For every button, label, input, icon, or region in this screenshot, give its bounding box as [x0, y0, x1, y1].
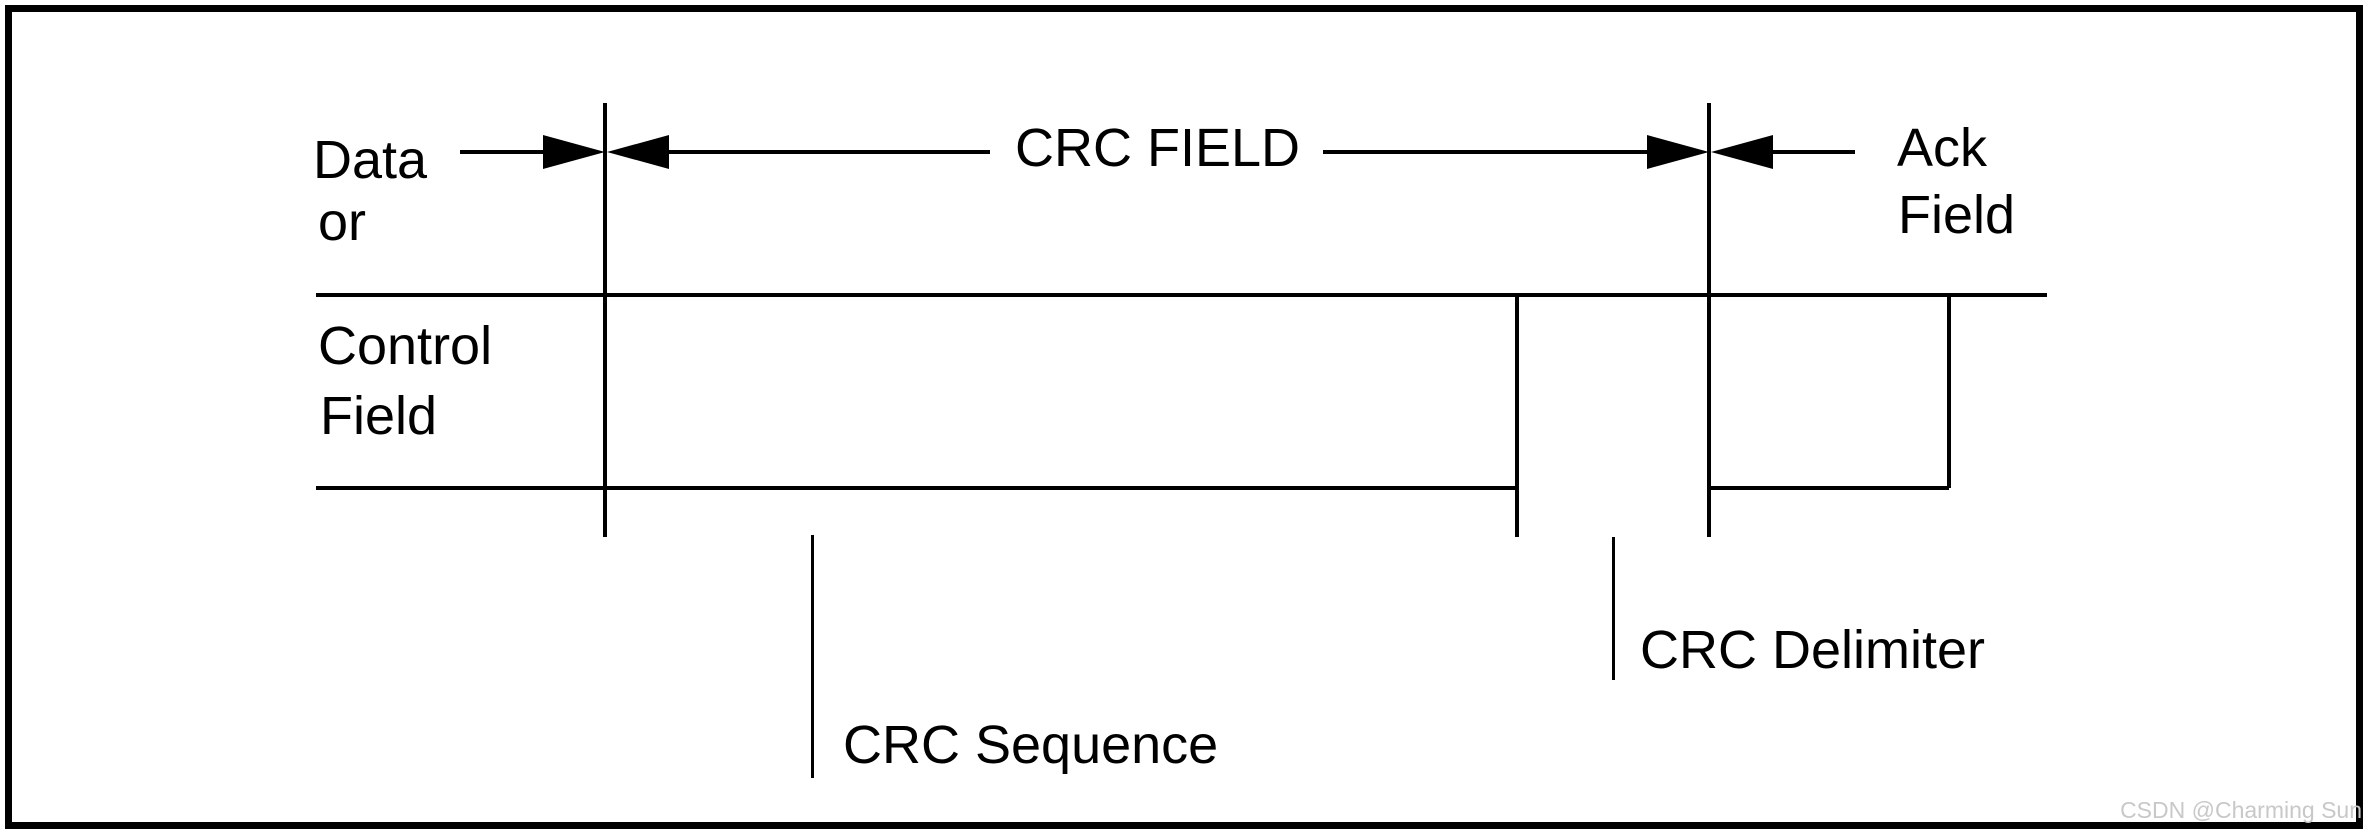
- ack-slot-bottom-line: [1707, 486, 1949, 490]
- arrowhead-left-icon: [607, 135, 669, 169]
- ack-slot-end-line: [1947, 295, 1951, 488]
- crc-delimiter-leader-line: [1612, 537, 1615, 680]
- ack-field-label: Field: [1898, 185, 2016, 245]
- ack-label: Ack: [1897, 118, 1988, 178]
- bit-level-top-line: [316, 293, 2047, 297]
- watermark-text: CSDN @Charming Sun: [2120, 797, 2362, 823]
- control-field-label: Field: [320, 386, 438, 446]
- outer-frame-border: [5, 5, 2363, 829]
- crc-sequence-leader-line: [811, 535, 814, 778]
- bit-level-bottom-line-left: [316, 486, 1519, 490]
- crc-field-start-boundary-line: [603, 103, 607, 537]
- control-label: Control: [318, 316, 493, 376]
- crc-field-end-boundary-line: [1707, 103, 1711, 537]
- or-label: or: [318, 192, 367, 252]
- dimension-line-crc-right-segment: [1323, 150, 1650, 154]
- data-label: Data: [313, 130, 428, 190]
- crc-delimiter-start-line: [1515, 295, 1519, 537]
- dimension-line-ack-segment: [1771, 150, 1855, 154]
- arrowhead-right-icon: [543, 135, 605, 169]
- arrowhead-left-icon: [1711, 135, 1773, 169]
- arrowhead-right-icon: [1647, 135, 1709, 169]
- crc-sequence-label: CRC Sequence: [843, 715, 1219, 775]
- dimension-line-data-segment: [460, 150, 548, 154]
- crc-field-title: CRC FIELD: [1015, 118, 1301, 178]
- dimension-line-crc-left-segment: [667, 150, 990, 154]
- crc-delimiter-label: CRC Delimiter: [1640, 620, 1986, 680]
